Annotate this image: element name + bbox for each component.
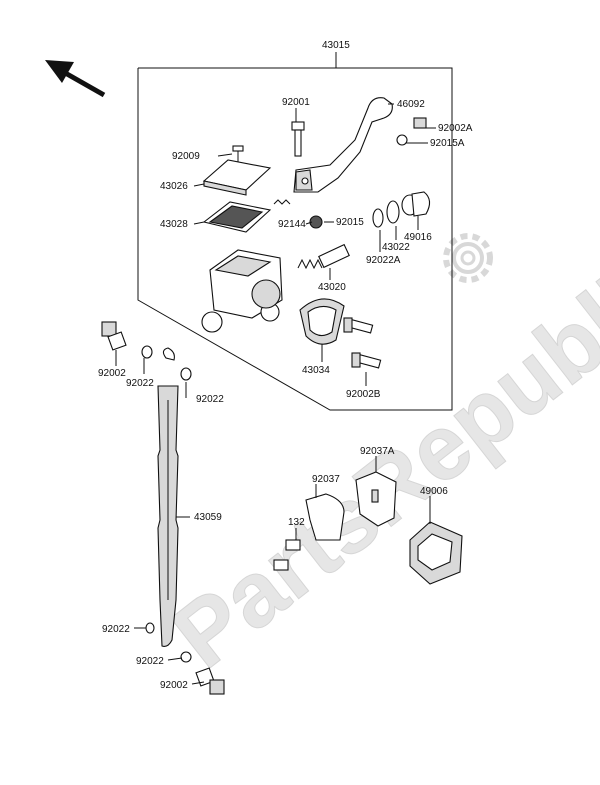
callout-43020: 43020 <box>318 282 346 293</box>
master-cylinder-body <box>201 249 283 333</box>
callout-92144: 92144 <box>278 219 306 230</box>
washer-upper <box>141 345 192 381</box>
callout-43028: 43028 <box>160 219 188 230</box>
assembly-outline <box>137 67 453 411</box>
callout-49016: 49016 <box>404 232 432 243</box>
banjo-bolt-upper <box>101 321 127 351</box>
callout-92022-d: 92022 <box>136 656 164 667</box>
pivot-bolt <box>291 121 305 157</box>
callout-92002B: 92002B <box>346 389 381 400</box>
small-spring <box>273 199 291 205</box>
hose-bracket-a <box>355 471 397 527</box>
callout-92002-bottom: 92002 <box>160 680 188 691</box>
leader-lines <box>115 103 436 685</box>
callout-92022-a: 92022 <box>126 378 154 389</box>
callout-43026: 43026 <box>160 181 188 192</box>
callout-92002-top: 92002 <box>98 368 126 379</box>
callout-132: 132 <box>288 517 305 528</box>
callout-46092: 46092 <box>397 99 425 110</box>
bracket-bolts <box>273 539 301 571</box>
clamp-bolts <box>343 317 382 369</box>
callout-49006: 49006 <box>420 486 448 497</box>
seal-nut <box>309 215 323 229</box>
hose-bracket <box>305 493 345 541</box>
callout-92037A: 92037A <box>360 446 395 457</box>
callout-92022-b: 92022 <box>196 394 224 405</box>
callout-92009: 92009 <box>172 151 200 162</box>
callout-43059: 43059 <box>194 512 222 523</box>
piston-spring <box>297 243 350 270</box>
callout-92001: 92001 <box>282 97 310 108</box>
callout-labels: 43015 92001 46092 92002A 92015A 92009 43… <box>98 40 473 691</box>
lever-nut <box>396 117 427 146</box>
brake-lever <box>293 97 393 193</box>
callout-92002A: 92002A <box>438 123 473 134</box>
callout-43022: 43022 <box>382 242 410 253</box>
reservoir-cap <box>202 159 272 196</box>
hose-guide <box>409 521 463 585</box>
callout-92015A: 92015A <box>430 138 465 149</box>
callout-92037: 92037 <box>312 474 340 485</box>
callout-43015: 43015 <box>322 40 350 51</box>
callout-43034: 43034 <box>302 365 330 376</box>
callout-92022A: 92022A <box>366 255 401 266</box>
diaphragm <box>202 201 272 233</box>
front-arrow-icon <box>45 60 106 98</box>
callout-92022-c: 92022 <box>102 624 130 635</box>
gear-icon <box>443 233 493 283</box>
callout-92015: 92015 <box>336 217 364 228</box>
washers <box>372 191 431 228</box>
handlebar-clamp <box>299 298 345 345</box>
banjo-bolt-lower <box>195 667 225 695</box>
brake-hose <box>157 347 179 647</box>
